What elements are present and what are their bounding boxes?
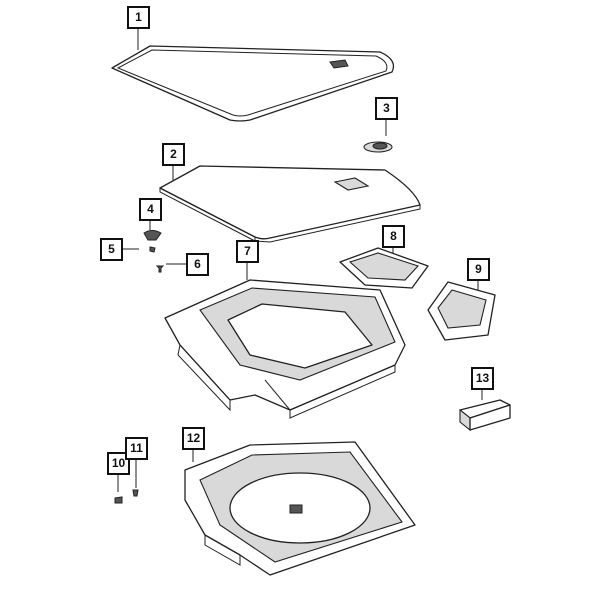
part-5-clip <box>149 246 156 253</box>
callout-3: 3 <box>375 97 398 120</box>
callout-2: 2 <box>162 143 185 166</box>
part-6-screw <box>155 265 165 273</box>
part-7-storage-bin <box>164 279 406 419</box>
part-11-fastener <box>132 489 139 497</box>
callout-4: 4 <box>139 198 162 221</box>
callout-8: 8 <box>382 225 405 248</box>
part-2-load-floor <box>159 165 421 243</box>
part-8-tray <box>339 247 429 289</box>
part-13-bracket <box>459 399 511 432</box>
callout-13: 13 <box>471 367 494 390</box>
callout-6: 6 <box>186 253 209 276</box>
part-12-spare-tire-tub <box>184 441 416 576</box>
callout-5: 5 <box>100 238 123 261</box>
callout-7: 7 <box>236 240 259 263</box>
callout-1: 1 <box>127 6 150 29</box>
part-10-clip <box>114 496 123 504</box>
callout-11: 11 <box>125 437 148 460</box>
part-4-grommet <box>143 230 162 241</box>
leader-lines <box>117 29 483 492</box>
callout-10: 10 <box>107 452 130 475</box>
callout-9: 9 <box>467 258 490 281</box>
part-1-cover-panel <box>111 45 395 122</box>
part-3-clip <box>363 141 393 153</box>
part-9-bin <box>427 281 496 341</box>
callout-12: 12 <box>182 427 205 450</box>
